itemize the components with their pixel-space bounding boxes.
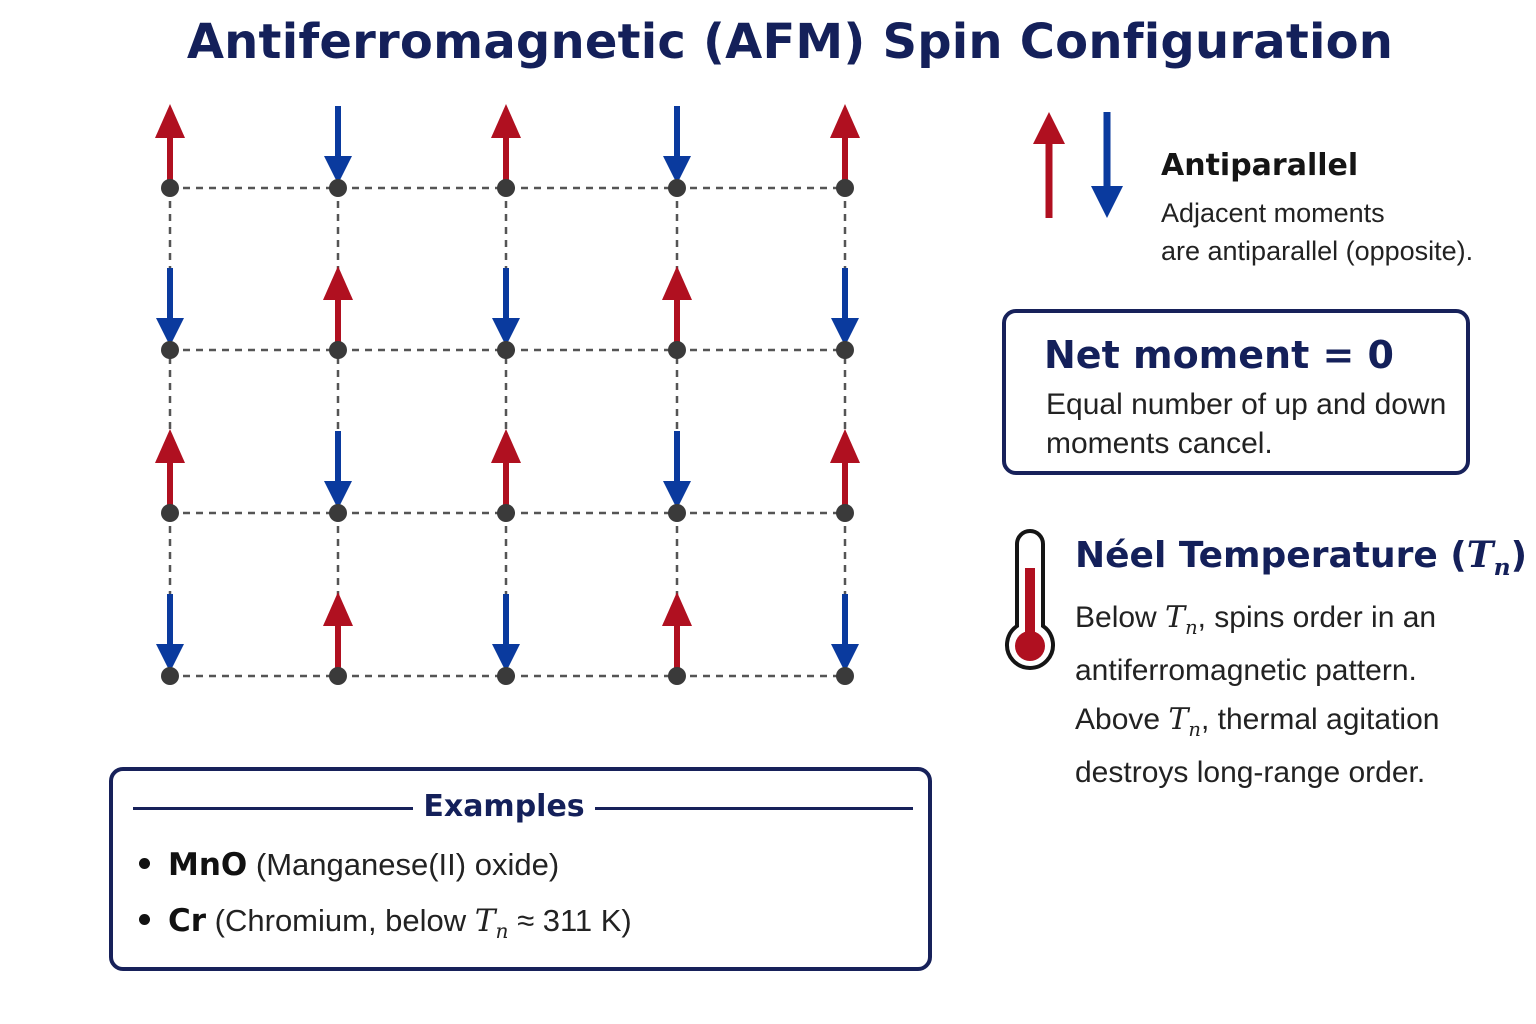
legend-down-arrow-icon <box>1091 112 1123 218</box>
spin-down-arrow-icon <box>492 318 520 346</box>
net-moment-box: Net moment = 0 Equal number of up and do… <box>1002 309 1470 475</box>
antiparallel-legend-arrows <box>1033 112 1123 218</box>
lattice-node <box>497 504 515 522</box>
examples-divider-left <box>133 807 413 810</box>
spin-up-arrow-icon <box>662 592 692 626</box>
spin-up-arrow-icon <box>155 104 185 138</box>
spin-up-arrow-icon <box>491 429 521 463</box>
example-mno-name: MnO <box>168 847 248 883</box>
neel-below-text: Below Tn, spins order in an antiferromag… <box>1075 596 1475 692</box>
spin-down-arrow-icon <box>324 156 352 184</box>
example-mno-description: (Manganese(II) oxide) <box>255 847 560 882</box>
lattice-node <box>329 341 347 359</box>
neel-below-suffix: , spins order in an antiferromagnetic pa… <box>1075 601 1437 687</box>
lattice-node <box>836 667 854 685</box>
spin-up-arrow-icon <box>323 266 353 300</box>
example-cr-name: Cr <box>168 903 207 939</box>
example-cr-subscript: n <box>495 919 509 944</box>
neel-temperature-title: Néel Temperature (Tn) <box>1075 534 1527 581</box>
bullet-icon <box>139 914 150 926</box>
spin-lattice <box>155 104 860 685</box>
lattice-node <box>329 667 347 685</box>
spin-up-arrow-icon <box>662 266 692 300</box>
lattice-node <box>161 667 179 685</box>
lattice-node <box>836 179 854 197</box>
lattice-node <box>668 667 686 685</box>
lattice-node <box>836 341 854 359</box>
lattice-node <box>668 341 686 359</box>
antiparallel-line-2: are antiparallel (opposite). <box>1161 236 1474 266</box>
lattice-node <box>161 179 179 197</box>
neel-above-symbol: T <box>1168 702 1189 737</box>
lattice-node <box>329 504 347 522</box>
page-title: Antiferromagnetic (AFM) Spin Configurati… <box>186 14 1394 70</box>
examples-box: Examples MnO (Manganese(II) oxide) Cr (C… <box>109 767 932 971</box>
spin-down-arrow-icon <box>492 644 520 672</box>
lattice-node <box>497 341 515 359</box>
neel-above-text: Above Tn, thermal agitation destroys lon… <box>1075 698 1475 794</box>
spin-down-arrow-icon <box>663 156 691 184</box>
examples-divider-right <box>595 807 913 810</box>
spin-up-arrow-icon <box>323 592 353 626</box>
neel-below-symbol: T <box>1165 600 1186 635</box>
neel-subscript: n <box>1493 553 1511 582</box>
legend-up-arrow-icon <box>1033 112 1065 218</box>
neel-symbol: T <box>1466 534 1494 576</box>
example-item-cr: Cr (Chromium, below Tn ≈ 311 K) <box>139 903 632 943</box>
spin-down-arrow-icon <box>831 318 859 346</box>
lattice-node <box>161 341 179 359</box>
net-moment-description: Equal number of up and down moments canc… <box>1046 388 1447 460</box>
antiparallel-line-1: Adjacent moments <box>1161 198 1385 228</box>
spin-up-arrow-icon <box>491 104 521 138</box>
neel-below-prefix: Below <box>1075 601 1166 634</box>
spin-down-arrow-icon <box>156 318 184 346</box>
example-cr-description-suffix: ≈ 311 K) <box>508 903 632 938</box>
neel-title-suffix: ) <box>1510 535 1528 576</box>
spin-up-arrow-icon <box>830 104 860 138</box>
neel-below-subscript: n <box>1185 616 1198 639</box>
spin-up-arrow-icon <box>830 429 860 463</box>
spin-down-arrow-icon <box>663 481 691 509</box>
spin-down-arrow-icon <box>831 644 859 672</box>
net-moment-title: Net moment = 0 <box>1044 333 1394 377</box>
antiparallel-description: Adjacent moments are antiparallel (oppos… <box>1161 194 1473 270</box>
spin-down-arrow-icon <box>156 644 184 672</box>
example-item-mno: MnO (Manganese(II) oxide) <box>139 847 559 883</box>
thermometer-icon <box>1005 529 1055 670</box>
lattice-node <box>329 179 347 197</box>
spin-up-arrow-icon <box>155 429 185 463</box>
lattice-node <box>668 504 686 522</box>
example-cr-description-prefix: (Chromium, below <box>214 903 475 938</box>
lattice-node <box>497 179 515 197</box>
neel-above-suffix: , thermal agitation destroys long-range … <box>1075 703 1440 789</box>
lattice-node <box>668 179 686 197</box>
lattice-node <box>161 504 179 522</box>
antiparallel-title: Antiparallel <box>1161 148 1359 183</box>
example-cr-symbol: T <box>474 903 496 939</box>
neel-above-subscript: n <box>1188 718 1201 741</box>
neel-title-prefix: Néel Temperature ( <box>1075 535 1467 576</box>
examples-title: Examples <box>423 789 585 824</box>
lattice-node <box>836 504 854 522</box>
bullet-icon <box>139 858 150 870</box>
spin-down-arrow-icon <box>324 481 352 509</box>
lattice-node <box>497 667 515 685</box>
neel-above-prefix: Above <box>1075 703 1169 736</box>
